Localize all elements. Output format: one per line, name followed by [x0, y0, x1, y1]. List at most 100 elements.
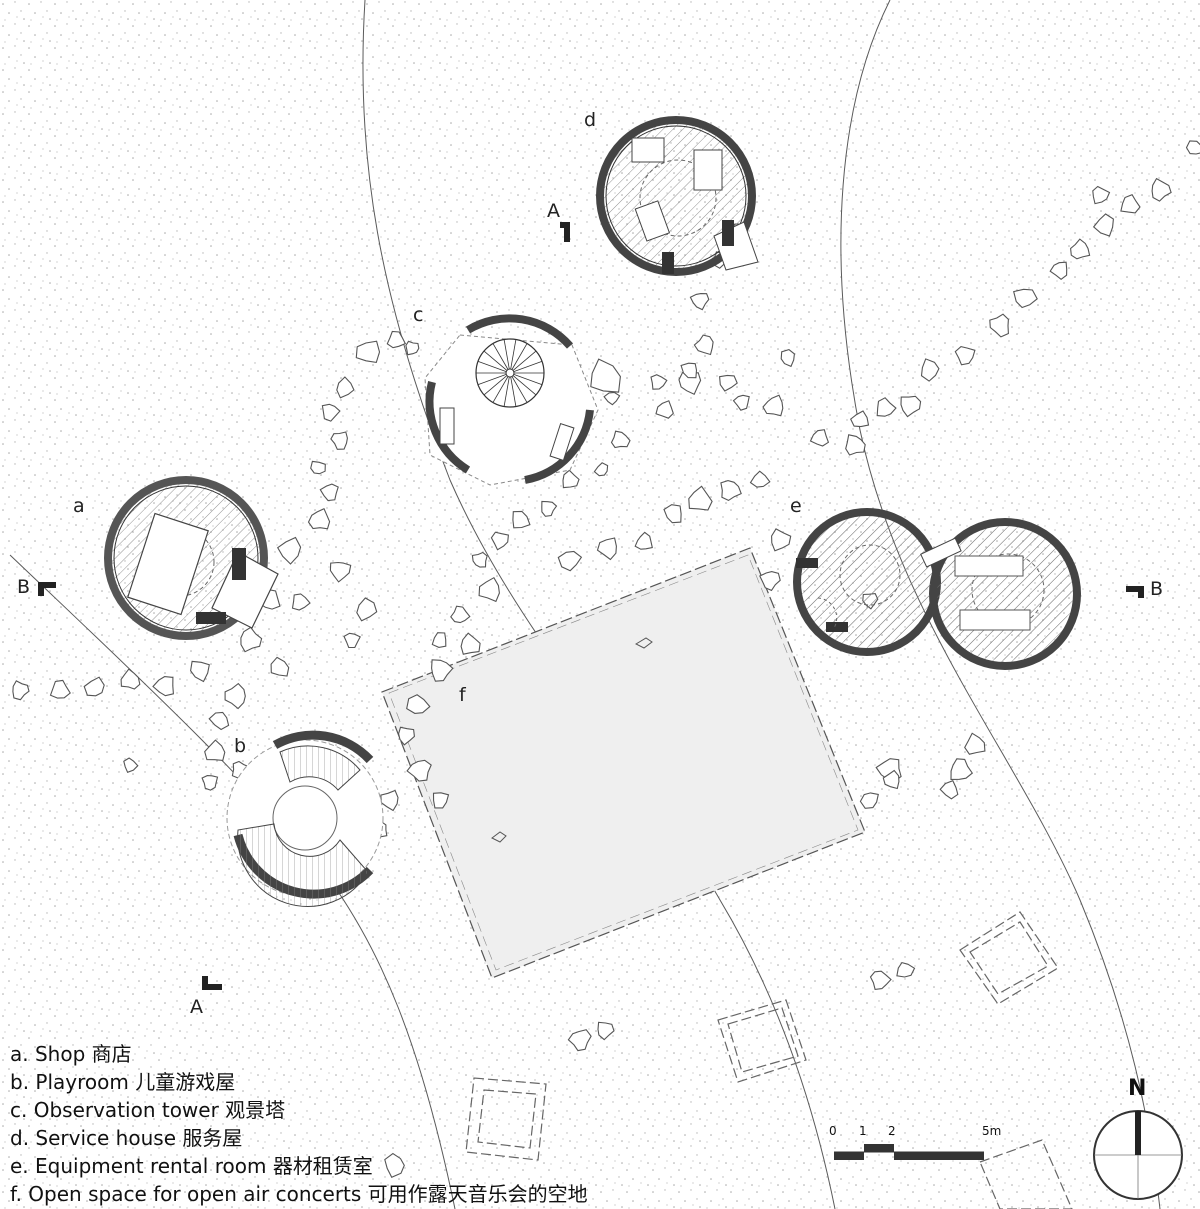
- stair-step: [510, 376, 517, 407]
- stone: [557, 550, 583, 572]
- building-b-playroom: [226, 730, 384, 907]
- stone: [593, 462, 609, 477]
- stone: [431, 632, 447, 648]
- building-a-shop: [104, 476, 279, 640]
- legend-item-a: a. Shop 商店: [10, 1042, 132, 1066]
- stair-step: [483, 350, 508, 371]
- scale-bar: [834, 1144, 984, 1160]
- stepping-stones: [12, 140, 1200, 1179]
- stone: [869, 970, 892, 991]
- section-label-b-right: B: [1150, 578, 1164, 600]
- stone: [655, 400, 674, 419]
- stair-step: [510, 339, 517, 370]
- stone: [882, 769, 900, 790]
- stone: [596, 537, 617, 561]
- stone: [83, 676, 105, 697]
- stair-step: [477, 361, 507, 372]
- stone: [471, 551, 488, 568]
- label-e: e: [790, 495, 802, 517]
- stone: [240, 626, 263, 653]
- stone: [120, 668, 141, 690]
- stone: [276, 536, 302, 565]
- stair-step: [512, 350, 537, 371]
- stair-step: [492, 376, 509, 403]
- stone: [876, 397, 897, 417]
- stone: [693, 334, 714, 356]
- stone: [512, 510, 531, 529]
- legend-item-e: e. Equipment rental room 器材租赁室: [10, 1154, 373, 1178]
- stair-step: [511, 343, 528, 370]
- stone: [610, 430, 631, 449]
- stone: [650, 374, 668, 390]
- section-label-b-left: B: [17, 576, 31, 598]
- stone: [356, 597, 378, 622]
- section-label-a-bottom: A: [190, 996, 203, 1018]
- section-markers: [38, 222, 1144, 990]
- scale-tick-1: 1: [859, 1124, 867, 1138]
- stone: [1049, 261, 1068, 280]
- stone: [204, 739, 226, 761]
- stone: [1092, 185, 1111, 205]
- stone: [190, 660, 210, 683]
- stone: [201, 775, 219, 791]
- stone: [1070, 238, 1091, 260]
- legend: a. Shop 商店 b. Playroom 儿童游戏屋 c. Observat…: [10, 1040, 588, 1208]
- stair-step: [492, 343, 509, 370]
- north-arrow-compass: [1093, 1110, 1183, 1200]
- stone: [719, 374, 738, 392]
- stair-step: [503, 376, 510, 407]
- stone: [749, 470, 771, 488]
- stone: [1120, 194, 1141, 214]
- stair-step: [512, 375, 537, 396]
- stone: [896, 961, 916, 978]
- stone: [398, 726, 415, 746]
- stone: [224, 682, 246, 710]
- stone: [321, 403, 341, 422]
- label-b: b: [234, 735, 247, 757]
- legend-item-b: b. Playroom 儿童游戏屋: [10, 1070, 236, 1094]
- stone: [380, 789, 399, 812]
- stone: [336, 376, 355, 399]
- label-a: a: [73, 495, 85, 517]
- stone: [386, 330, 407, 349]
- stone: [123, 757, 139, 773]
- stone: [809, 429, 830, 447]
- stone: [663, 504, 682, 524]
- stone: [406, 694, 431, 714]
- legend-item-f: f. Open space for open air concerts 可用作露…: [10, 1182, 588, 1206]
- stone: [319, 483, 339, 502]
- stone: [850, 410, 870, 428]
- stone: [12, 680, 30, 701]
- stair-step: [483, 375, 508, 396]
- label-f: f: [459, 684, 466, 706]
- north-label: N: [1128, 1076, 1147, 1101]
- stair-step: [503, 339, 510, 370]
- stone: [720, 480, 742, 502]
- stone: [688, 485, 713, 511]
- stone: [762, 394, 784, 417]
- stone: [859, 792, 879, 809]
- stair-step: [513, 361, 543, 372]
- stone: [1092, 213, 1114, 237]
- stone: [900, 395, 922, 418]
- stone: [964, 732, 986, 755]
- stone: [406, 759, 432, 782]
- stone: [562, 469, 580, 489]
- stone: [920, 358, 940, 382]
- stone: [208, 711, 230, 731]
- stone: [1013, 288, 1038, 309]
- stone: [634, 531, 653, 550]
- stone: [490, 531, 509, 551]
- label-c: c: [413, 304, 424, 326]
- stone: [343, 632, 361, 649]
- stone: [689, 293, 710, 311]
- stone: [567, 1029, 592, 1052]
- stone: [384, 1152, 405, 1179]
- building-d-service-house: [596, 116, 759, 276]
- stair-step: [511, 376, 528, 403]
- legend-item-c: c. Observation tower 观景塔: [10, 1098, 286, 1122]
- future-pavilions: [465, 911, 1073, 1209]
- stone: [597, 1021, 615, 1041]
- stone: [450, 605, 471, 624]
